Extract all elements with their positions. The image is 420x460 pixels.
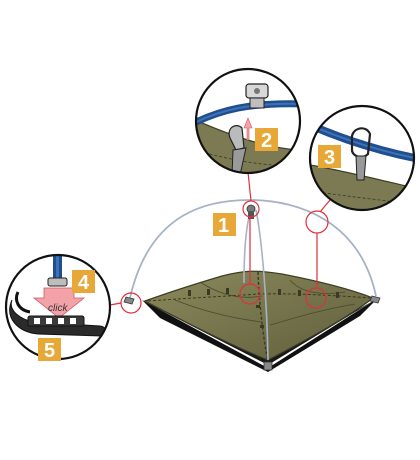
detail-pole-hub [194,67,302,175]
pole-arc-main [129,199,377,299]
stake-icon [123,295,381,371]
step-number: 3 [324,147,335,169]
leader-step-3-up [319,199,331,213]
step-badge-3: 3 [318,145,341,169]
step-number: 4 [78,272,90,294]
step-number: 1 [218,215,229,237]
step-badge-5: 5 [38,338,61,362]
callout-clip-right [305,287,327,309]
leader-step-2 [247,171,252,202]
tent-body [143,270,375,361]
step-badge-2: 2 [255,128,278,152]
step-number: 2 [261,130,272,152]
pole-arc-cross-right [255,209,269,361]
callout-markers [109,171,331,314]
tent-icon [123,199,381,372]
step-number: 5 [44,340,55,362]
click-label: click [48,303,68,314]
pole-hub-icon [246,204,256,219]
step-badge-4: 4 [72,270,95,294]
buckle-icon [9,291,107,337]
step-badge-1: 1 [213,213,236,237]
pole-hub-detail-icon [245,83,269,109]
clip-icon [350,127,372,181]
leader-step-45 [109,302,122,306]
